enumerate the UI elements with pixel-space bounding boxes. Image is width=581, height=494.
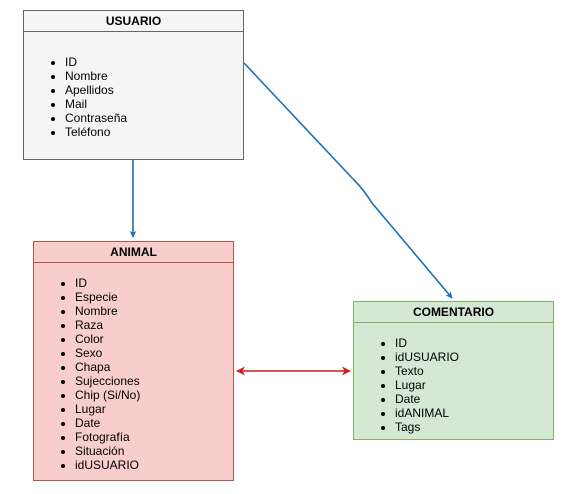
entity-field: Date [395,392,553,406]
entity-field: Sexo [75,346,233,360]
entity-comentario-fields: ID idUSUARIO Texto Lugar Date idANIMAL T… [354,323,553,434]
entity-field: Sujecciones [75,374,233,388]
connector-usuario-to-comentario [243,62,453,299]
entity-field: Chip (Si/No) [75,388,233,402]
entity-usuario-title: USUARIO [24,11,243,32]
entity-animal-title: ANIMAL [34,242,233,263]
entity-field: Chapa [75,360,233,374]
entity-animal-fields: ID Especie Nombre Raza Color Sexo Chapa … [34,263,233,472]
entity-field: ID [65,55,243,69]
entity-usuario-fields: ID Nombre Apellidos Mail Contraseña Telé… [24,32,243,139]
entity-field: Texto [395,364,553,378]
entity-field: Date [75,416,233,430]
entity-field: Fotografía [75,430,233,444]
entity-comentario-title: COMENTARIO [354,302,553,323]
entity-field: ID [395,336,553,350]
entity-field: Lugar [395,378,553,392]
entity-field: Mail [65,97,243,111]
entity-field: Situación [75,444,233,458]
entity-usuario[interactable]: USUARIO ID Nombre Apellidos Mail Contras… [23,10,244,160]
entity-animal[interactable]: ANIMAL ID Especie Nombre Raza Color Sexo… [33,241,234,481]
entity-field: ID [75,276,233,290]
entity-field: idANIMAL [395,406,553,420]
entity-field: Teléfono [65,125,243,139]
entity-field: Color [75,332,233,346]
entity-field: Raza [75,318,233,332]
entity-field: Lugar [75,402,233,416]
entity-field: Nombre [75,304,233,318]
entity-field: Tags [395,420,553,434]
entity-field: idUSUARIO [75,458,233,472]
entity-field: Contraseña [65,111,243,125]
entity-field: Apellidos [65,83,243,97]
entity-field: Nombre [65,69,243,83]
entity-comentario[interactable]: COMENTARIO ID idUSUARIO Texto Lugar Date… [353,301,554,440]
entity-field: idUSUARIO [395,350,553,364]
entity-field: Especie [75,290,233,304]
